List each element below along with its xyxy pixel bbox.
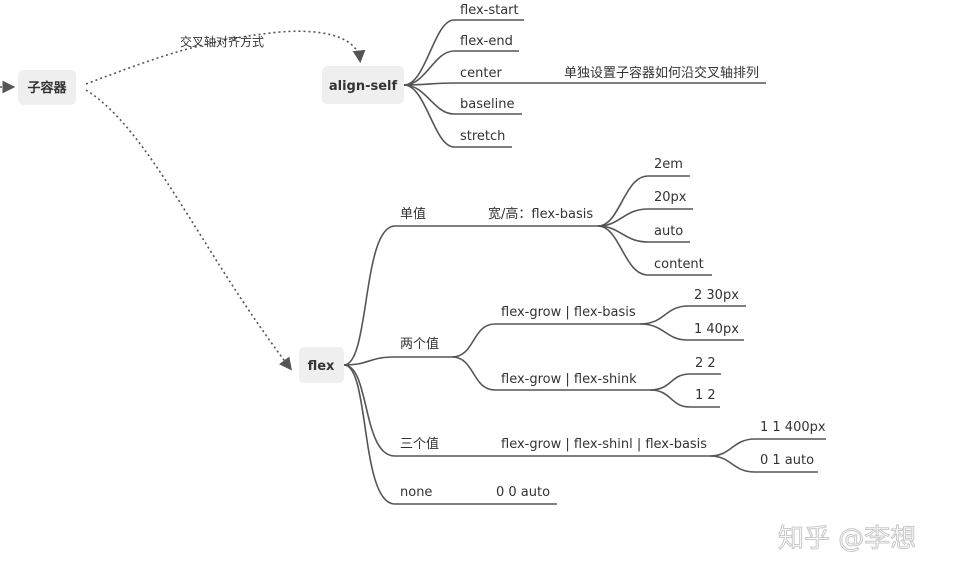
flex-single-label: 单值 <box>400 206 426 222</box>
flex-single-value-2em: 2em <box>654 157 683 172</box>
align-self-branch-baseline <box>403 84 455 115</box>
align-self-node[interactable]: align-self <box>322 66 404 104</box>
align-self-value-flex-start: flex-start <box>460 3 519 18</box>
align-self-branch-flex-end <box>403 50 455 86</box>
flex-two-branch-grow-basis <box>451 323 496 358</box>
flex-two-label: 两个值 <box>400 336 439 352</box>
flex-three-label: 三个值 <box>400 436 439 452</box>
flex-two-grow-basis-label: flex-grow | flex-basis <box>501 305 636 320</box>
flex-three-value-0: 1 1 400px <box>760 420 826 435</box>
align-self-node-label: align-self <box>329 79 398 94</box>
flex-two-grow-basis-branch-1 <box>639 323 689 341</box>
flex-branch-single <box>343 225 396 366</box>
flex-single-value-auto: auto <box>654 224 683 239</box>
align-self-value-flex-end: flex-end <box>460 34 513 49</box>
flex-none-label: none <box>400 485 432 500</box>
root-node[interactable]: 子容器 <box>18 70 76 105</box>
flex-two-grow-basis-branch-0 <box>639 305 689 325</box>
flex-single-value-content: content <box>654 257 704 272</box>
align-self-center-note: 单独设置子容器如何沿交叉轴排列 <box>564 65 759 81</box>
root-to-align-self-connector <box>85 30 366 85</box>
flex-two-grow-basis-value-1: 1 40px <box>694 322 739 337</box>
flex-three-value-1: 0 1 auto <box>760 453 814 468</box>
flex-three-branch-1 <box>709 455 756 473</box>
flex-two-grow-shrink-value-0: 2 2 <box>695 356 716 371</box>
flex-three-branch-0 <box>709 438 756 457</box>
flex-single-sub-label: 宽/高：flex-basis <box>488 206 593 222</box>
align-self-edge-label: 交叉轴对齐方式 <box>180 34 264 49</box>
flex-single-branch-content <box>597 225 649 276</box>
flex-three-sub-label: flex-grow | flex-shinl | flex-basis <box>501 437 707 452</box>
flex-single-value-20px: 20px <box>654 190 687 205</box>
watermark-text: 知乎 @李想 <box>778 524 916 554</box>
flex-node-label: flex <box>308 359 335 374</box>
align-self-value-baseline: baseline <box>460 97 514 112</box>
root-node-label: 子容器 <box>27 80 67 96</box>
flex-node[interactable]: flex <box>299 347 344 383</box>
flex-two-grow-shrink-value-1: 1 2 <box>695 388 716 403</box>
flex-branch-none <box>343 364 396 505</box>
flex-branch-three <box>343 364 396 457</box>
flex-two-grow-shrink-branch-0 <box>649 373 691 391</box>
flex-single-branch-2em <box>597 175 649 227</box>
align-self-branch-stretch <box>403 84 455 148</box>
align-self-value-center: center <box>460 66 502 81</box>
flex-two-grow-basis-value-0: 2 30px <box>694 288 739 303</box>
flex-two-grow-shrink-branch-1 <box>649 389 691 408</box>
align-self-value-stretch: stretch <box>460 129 505 144</box>
flex-two-grow-shrink-label: flex-grow | flex-shink <box>501 372 637 387</box>
flex-none-value: 0 0 auto <box>496 485 550 500</box>
flex-two-branch-grow-shrink <box>451 356 496 391</box>
align-self-branch-flex-start <box>403 19 455 86</box>
root-to-flex-connector <box>85 89 292 371</box>
flex-branch-two <box>343 356 396 366</box>
